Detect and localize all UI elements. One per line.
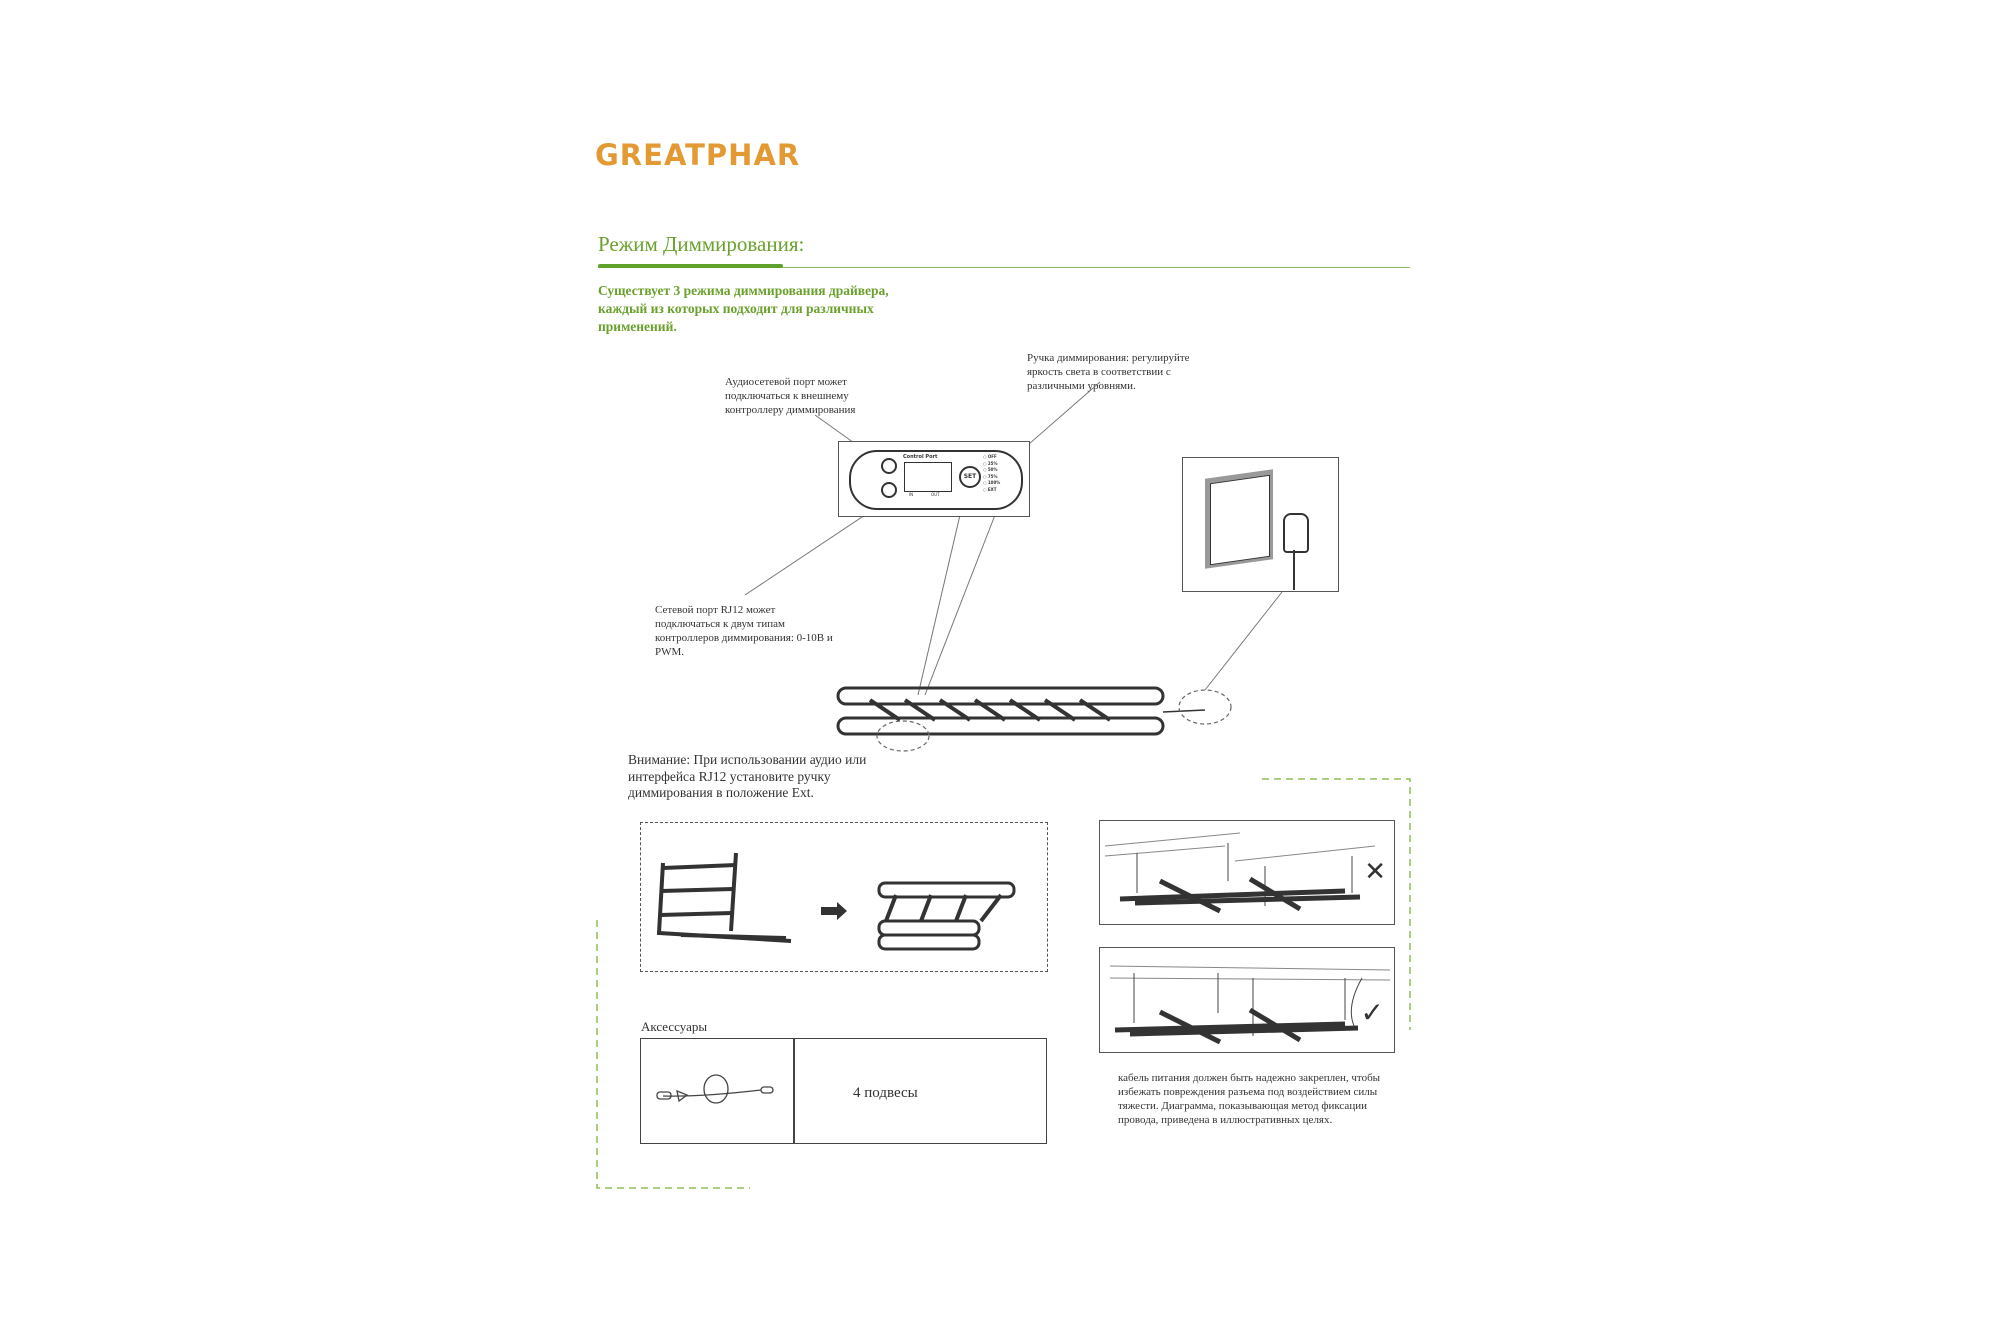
warning-text: Внимание: При использовании аудио или ин… bbox=[628, 752, 867, 800]
port-out-label: OUT bbox=[931, 492, 940, 497]
callout-rj12-port: Сетевой порт RJ12 может подключаться к д… bbox=[655, 604, 833, 658]
control-panel-figure: Control Port IN OUT SET ○ OFF ○ 25% ○ 50… bbox=[838, 441, 1030, 517]
plug-icon bbox=[1283, 513, 1309, 553]
audio-in-jack-icon bbox=[881, 458, 897, 474]
accessories-table: 4 подвесы bbox=[640, 1038, 1047, 1144]
socket-icon bbox=[1210, 474, 1270, 566]
wrong-mark-icon: ✕ bbox=[1364, 857, 1386, 887]
dimming-levels: ○ OFF ○ 25% ○ 50% ○ 75% ○ 100% ○ EXT bbox=[983, 454, 1001, 492]
power-outlet-figure bbox=[1182, 457, 1339, 592]
hanger-cable-icon bbox=[656, 1074, 774, 1104]
light-fixture-drawing bbox=[836, 686, 1206, 736]
port-in-label: IN bbox=[909, 492, 914, 497]
intro-text: Существует 3 режима диммирования драйвер… bbox=[598, 283, 889, 334]
section-title: Режим Диммирования: bbox=[598, 232, 805, 256]
title-accent-bar bbox=[598, 264, 783, 268]
audio-out-jack-icon bbox=[881, 482, 897, 498]
hanging-caption: кабель питания должен быть надежно закре… bbox=[1118, 1072, 1381, 1126]
hanging-wrong-figure: ✕ bbox=[1099, 820, 1395, 925]
rj12-ports-icon bbox=[904, 462, 952, 492]
arrow-right-icon bbox=[821, 902, 847, 920]
hanging-right-figure: ✓ bbox=[1099, 947, 1395, 1053]
accessories-item: 4 подвесы bbox=[853, 1085, 918, 1101]
brand-logo: GREATPHAR bbox=[595, 138, 801, 172]
accessories-label: Аксессуары bbox=[641, 1019, 708, 1034]
set-button: SET bbox=[959, 466, 981, 488]
control-port-label: Control Port bbox=[903, 454, 938, 460]
callout-audio-port: Аудиосетевой порт может подключаться к в… bbox=[725, 376, 856, 416]
right-mark-icon: ✓ bbox=[1360, 996, 1384, 1029]
folding-instructions-figure bbox=[640, 822, 1048, 972]
title-divider bbox=[598, 267, 1410, 268]
callout-dimming-knob: Ручка диммирования: регулируйте яркость … bbox=[1027, 352, 1190, 392]
